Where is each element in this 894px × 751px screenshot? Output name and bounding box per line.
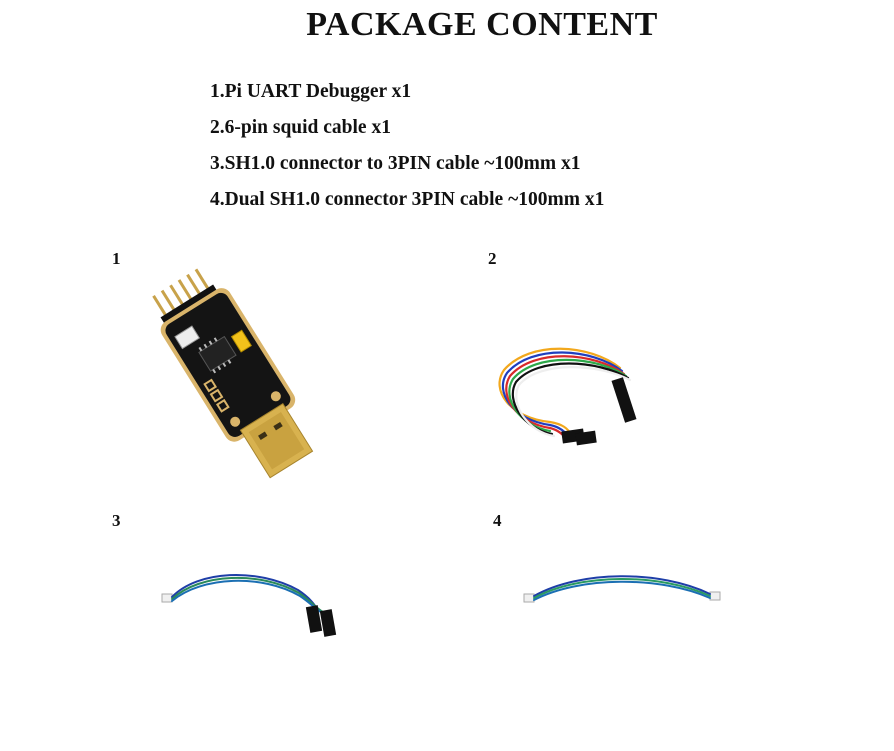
photo-number-4: 4: [493, 511, 502, 530]
photo-number-1: 1: [112, 249, 121, 268]
dual-sh1-cable-photo: [523, 575, 721, 603]
list-item: 4.Dual SH1.0 connector 3PIN cable ~100mm…: [210, 189, 605, 210]
list-item: 3.SH1.0 connector to 3PIN cable ~100mm x…: [210, 153, 581, 174]
sh1-to-3pin-cable-photo: [161, 574, 337, 637]
list-item: 2.6-pin squid cable x1: [210, 117, 391, 138]
package-list: 1.Pi UART Debugger x1 2.6-pin squid cabl…: [210, 80, 604, 224]
photo-number-3: 3: [112, 511, 121, 530]
uart-debugger-board-photo: [152, 268, 314, 479]
page-title: PACKAGE CONTENT: [306, 6, 658, 43]
photo-number-2: 2: [488, 249, 497, 268]
squid-cable-photo: [498, 347, 637, 446]
list-item: 1.Pi UART Debugger x1: [210, 81, 412, 102]
